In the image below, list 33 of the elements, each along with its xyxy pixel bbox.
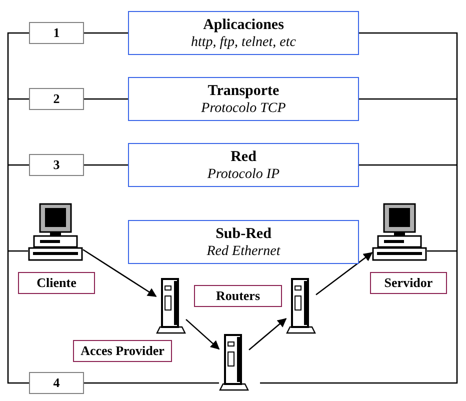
layer-box — [128, 220, 359, 264]
arrow — [248, 318, 287, 350]
layer-subtitle: Protocolo IP — [207, 166, 280, 182]
layer-box — [128, 77, 359, 121]
device-label: Servidor — [370, 272, 447, 294]
layer-box — [128, 143, 359, 187]
layer-number: 1 — [29, 22, 84, 44]
layer-subtitle: Protocolo TCP — [201, 100, 286, 116]
layer-title: Red — [230, 148, 256, 166]
layer-number: 2 — [29, 88, 84, 110]
layer-subtitle: Red Ethernet — [206, 242, 280, 260]
connector-line — [84, 164, 128, 166]
layer-title: Aplicaciones — [203, 16, 284, 34]
connector-line — [84, 98, 128, 100]
layer-number: 4 — [29, 372, 84, 394]
arrow — [82, 249, 157, 297]
connector-line — [84, 382, 219, 384]
layer-title: Transporte — [208, 82, 280, 100]
device-label: Routers — [194, 285, 282, 307]
tower-icon — [286, 278, 316, 334]
layer-title: Sub-Red — [216, 224, 272, 242]
tower-icon — [156, 278, 186, 334]
device-label: Cliente — [18, 272, 95, 294]
arrow — [186, 318, 220, 350]
layer-subtitle: http, ftp, telnet, etc — [191, 34, 296, 50]
computer-icon — [28, 203, 83, 261]
device-label: Acces Provider — [73, 340, 172, 362]
computer-icon — [372, 203, 427, 261]
arrow — [316, 252, 373, 296]
layer-number: 3 — [29, 154, 84, 176]
layer-box — [128, 11, 359, 55]
connector-line — [84, 32, 128, 34]
tower-icon — [219, 334, 249, 391]
